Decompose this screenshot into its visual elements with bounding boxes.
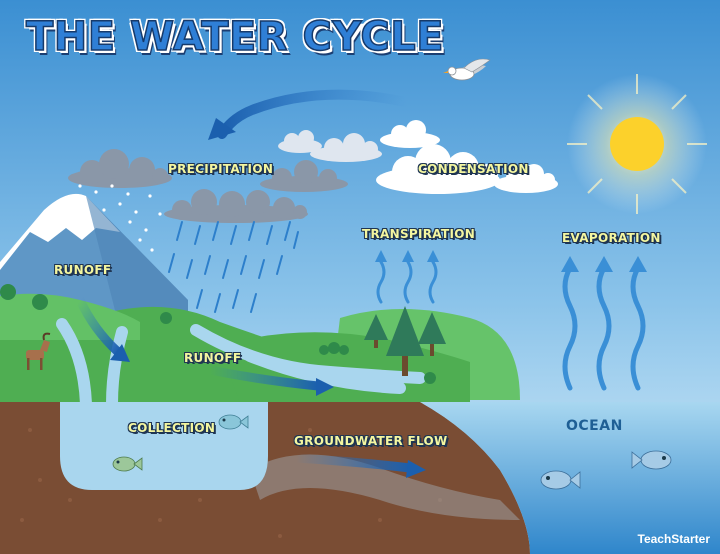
transpiration-arrowheads (375, 250, 439, 262)
river (56, 318, 426, 410)
bush (0, 284, 436, 384)
groundwater-flow-arrow (291, 453, 415, 473)
cloud-icon (278, 130, 382, 162)
transpiration-arrows (376, 260, 438, 304)
runoff-arrow-valley (205, 365, 323, 391)
fish-icon (112, 456, 143, 472)
arrow-head (208, 118, 236, 140)
evaporation-arrows (562, 265, 646, 391)
fish-icon (218, 414, 249, 430)
brand-logo: TeachStarter (637, 532, 710, 546)
seagull-icon (443, 58, 491, 81)
sun-icon (567, 74, 707, 214)
collection-pond (60, 402, 268, 490)
label-collection: COLLECTION (128, 421, 216, 435)
label-groundwater-flow: GROUNDWATER FLOW (294, 434, 448, 448)
label-condensation: CONDENSATION (418, 162, 529, 176)
fish-icon (540, 470, 581, 490)
condensation-to-precipitation-arrow (217, 89, 411, 139)
fish-icon (631, 450, 672, 470)
cloud-icon (68, 149, 348, 223)
pine-tree-icon (364, 306, 446, 376)
groundwater-band (250, 454, 520, 520)
cloud-icon (376, 120, 558, 194)
label-ocean: OCEAN (566, 418, 623, 434)
page-title: THE WATER CYCLE (25, 13, 445, 61)
label-runoff-mountain: RUNOFF (54, 263, 112, 277)
evaporation-arrowheads (561, 256, 647, 272)
label-evaporation: EVAPORATION (562, 231, 661, 245)
goat-icon (26, 332, 51, 370)
label-runoff-valley: RUNOFF (184, 351, 242, 365)
rain (168, 221, 299, 313)
label-transpiration: TRANSPIRATION (362, 227, 476, 241)
label-precipitation: PRECIPITATION (168, 162, 274, 176)
runoff-arrow-mountain (75, 295, 123, 357)
